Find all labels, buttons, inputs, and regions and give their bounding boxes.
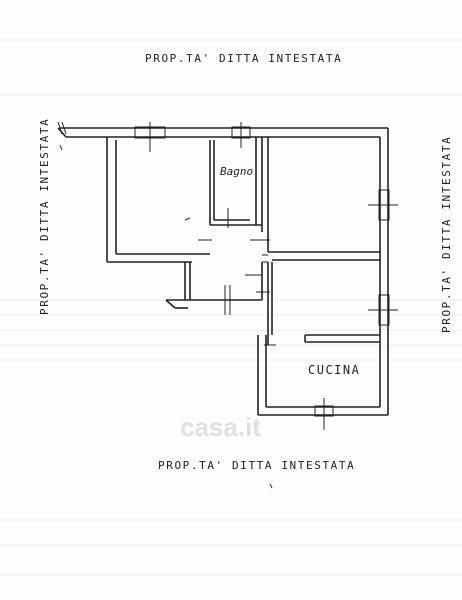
paper-scan-lines	[0, 39, 462, 576]
windows	[57, 121, 398, 489]
label-bottom-owner: PROP.TA' DITTA INTESTATA	[158, 459, 356, 472]
label-left-owner: PROP.TA' DITTA INTESTATA	[38, 117, 51, 315]
label-top-owner: PROP.TA' DITTA INTESTATA	[145, 52, 343, 65]
room-label-cucina: CUCINA	[308, 363, 361, 377]
watermark: casa.it	[180, 412, 261, 442]
label-right-owner: PROP.TA' DITTA INTESTATA	[440, 135, 453, 333]
room-label-bagno: Bagno	[220, 165, 254, 178]
